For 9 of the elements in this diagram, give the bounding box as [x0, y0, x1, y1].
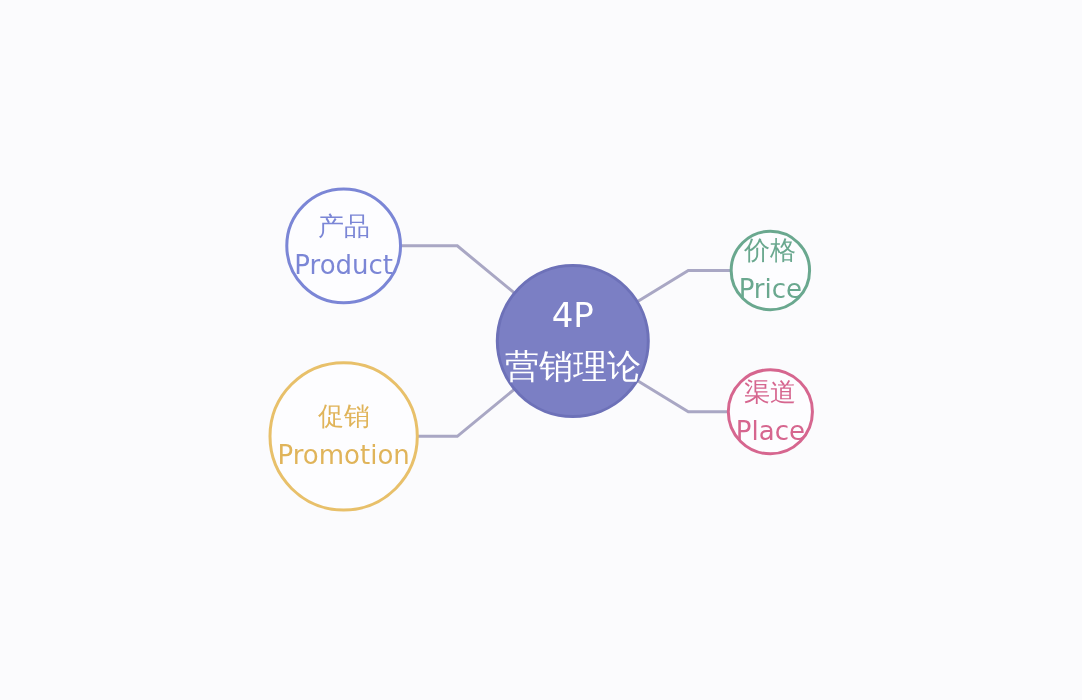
connector — [400, 244, 516, 295]
connector — [636, 379, 729, 414]
node-circle: 4P 营销理论 — [495, 264, 650, 419]
node-circle: 价格 Price — [729, 230, 811, 312]
node-circle: 产品 Product — [285, 188, 402, 305]
connector — [417, 388, 516, 439]
connector — [636, 269, 731, 304]
node-circle: 促销 Promotion — [268, 361, 419, 512]
node-circle: 渠道 Place — [726, 368, 814, 456]
